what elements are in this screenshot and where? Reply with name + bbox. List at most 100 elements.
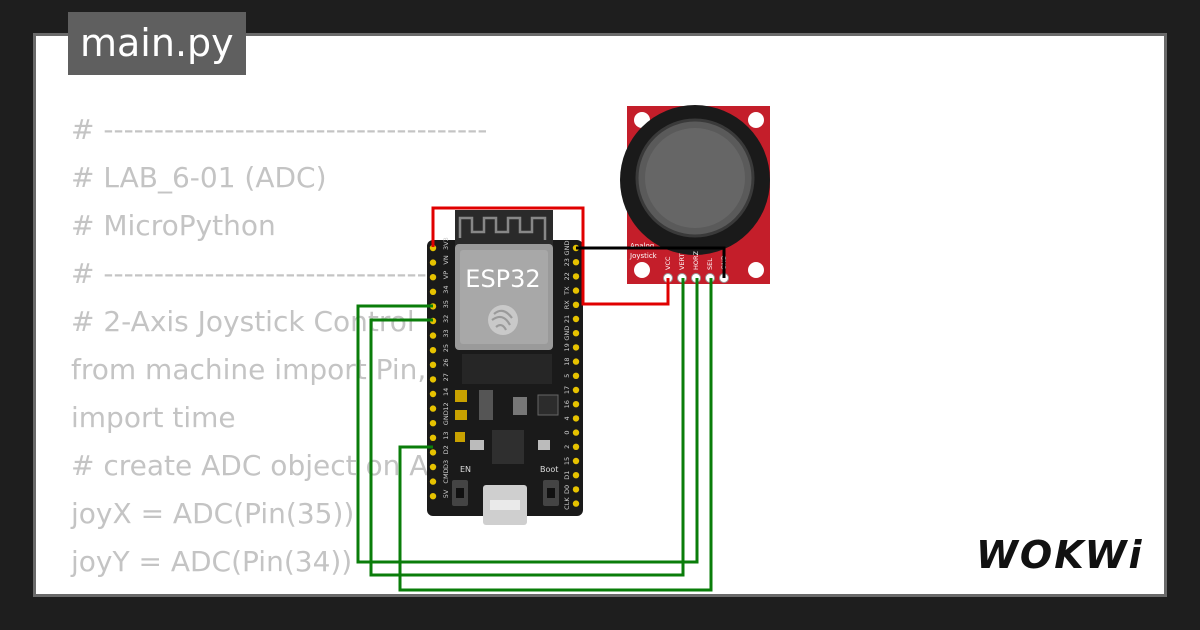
pin-label: D3 (442, 460, 450, 469)
pin-vn[interactable] (429, 259, 437, 266)
pin-label: VP (442, 271, 450, 279)
pin-label: 5 (563, 374, 571, 378)
usb-uart-chip (492, 430, 524, 464)
pin-label: 15 (563, 457, 571, 465)
pin-vp[interactable] (429, 274, 437, 281)
pin-d3[interactable] (429, 463, 437, 471)
pin-0[interactable] (572, 429, 580, 436)
pin-label: 23 (563, 258, 571, 266)
pin-clk[interactable] (572, 500, 580, 507)
pin-14[interactable] (429, 390, 437, 398)
chip-label: ESP32 (465, 265, 540, 293)
pin-gnd[interactable] (429, 420, 437, 427)
esp32-module-face (460, 250, 548, 344)
component (537, 394, 559, 416)
boot-label: Boot (540, 465, 558, 474)
pin-5[interactable] (572, 372, 580, 379)
pin-34[interactable] (429, 288, 437, 295)
component (538, 440, 550, 450)
pin-label: D2 (442, 445, 450, 454)
joystick-title-line2: Joystick (629, 252, 658, 260)
pin-16[interactable] (572, 401, 580, 408)
espressif-logo-icon (488, 305, 518, 335)
code-editor[interactable]: # --------------------------------------… (71, 106, 496, 594)
code-line: # 2-Axis Joystick Control (71, 305, 415, 338)
pin-gnd[interactable] (572, 330, 580, 337)
pin-rx[interactable] (572, 301, 580, 308)
pin-tx[interactable] (572, 287, 580, 294)
pin-12[interactable] (429, 405, 437, 412)
pin-label: 12 (442, 402, 450, 410)
pin-label: 4 (563, 416, 571, 420)
code-line: # LAB_6-01 (ADC) (71, 161, 327, 194)
pin-26[interactable] (429, 361, 437, 368)
mount-hole (748, 262, 764, 278)
code-line: # -------------------------------------- (71, 113, 488, 146)
code-line: # MicroPython (71, 209, 276, 242)
mount-hole (748, 112, 764, 128)
component (470, 440, 484, 450)
joystick-pin-label: HORZ (692, 250, 700, 270)
pin-cmd[interactable] (429, 478, 437, 485)
pin-23[interactable] (572, 259, 580, 266)
pin-label: 18 (563, 357, 571, 365)
pin-label: 13 (442, 432, 450, 440)
en-label: EN (460, 465, 471, 474)
ground-wire[interactable] (576, 246, 726, 278)
pin-label: VN (442, 255, 450, 264)
pin-15[interactable] (572, 457, 580, 465)
pin-label: CMD (442, 468, 450, 483)
pin-22[interactable] (572, 273, 580, 280)
pin-label: D0 (563, 485, 571, 494)
pin-label: 19 (563, 343, 571, 351)
pin-label: D1 (563, 471, 571, 480)
horz-signal-wire[interactable] (369, 278, 685, 577)
pin-33[interactable] (429, 332, 437, 339)
joystick-cap (645, 128, 745, 228)
pin-27[interactable] (429, 376, 437, 383)
pin-label: 27 (442, 373, 450, 381)
code-line: # create ADC object on A (71, 449, 429, 482)
pin-label: GND (442, 410, 450, 425)
sel-signal-wire[interactable] (398, 278, 713, 592)
pin-17[interactable] (572, 386, 580, 394)
component (455, 410, 467, 420)
pin-label: 22 (563, 272, 571, 280)
pin-label: 17 (563, 386, 571, 394)
pin-18[interactable] (572, 358, 580, 365)
joystick-title-line1: Analog (630, 242, 654, 250)
pin-label: 16 (563, 400, 571, 408)
joystick-pin-label: VCC (664, 256, 672, 270)
pin-19[interactable] (572, 344, 580, 351)
joystick-pin-label: SEL (706, 258, 714, 270)
module-base (462, 354, 552, 384)
pin-label: 21 (563, 315, 571, 323)
pin-label: 34 (442, 286, 450, 294)
pin-label: 0 (563, 431, 571, 435)
component (455, 432, 465, 442)
pin-4[interactable] (572, 415, 580, 422)
file-tab-main-py[interactable]: main.py (68, 12, 246, 75)
pin-d1[interactable] (572, 472, 580, 479)
pin-21[interactable] (572, 315, 580, 323)
pin-2[interactable] (572, 443, 580, 450)
pin-5v[interactable] (429, 493, 437, 500)
pin-label: 25 (442, 344, 450, 352)
pin-label: 3V3 (442, 237, 450, 250)
pin-label: 2 (563, 445, 571, 449)
pin-d2[interactable] (429, 449, 437, 456)
pin-label: GND (563, 241, 571, 256)
pin-13[interactable] (429, 434, 437, 441)
pin-3v3[interactable] (429, 244, 437, 252)
vert-signal-wire[interactable] (356, 278, 699, 564)
esp32-board[interactable]: ESP32 EN Boot 3V3VNVP343532332526271412G… (427, 210, 583, 525)
pin-d0[interactable] (572, 486, 580, 493)
pin-25[interactable] (429, 347, 437, 354)
regulator (513, 397, 527, 415)
code-line: # -------------------------------------- (71, 257, 488, 290)
pin-label: TX (563, 286, 571, 296)
wires (356, 206, 726, 592)
power-wire[interactable] (431, 206, 670, 306)
